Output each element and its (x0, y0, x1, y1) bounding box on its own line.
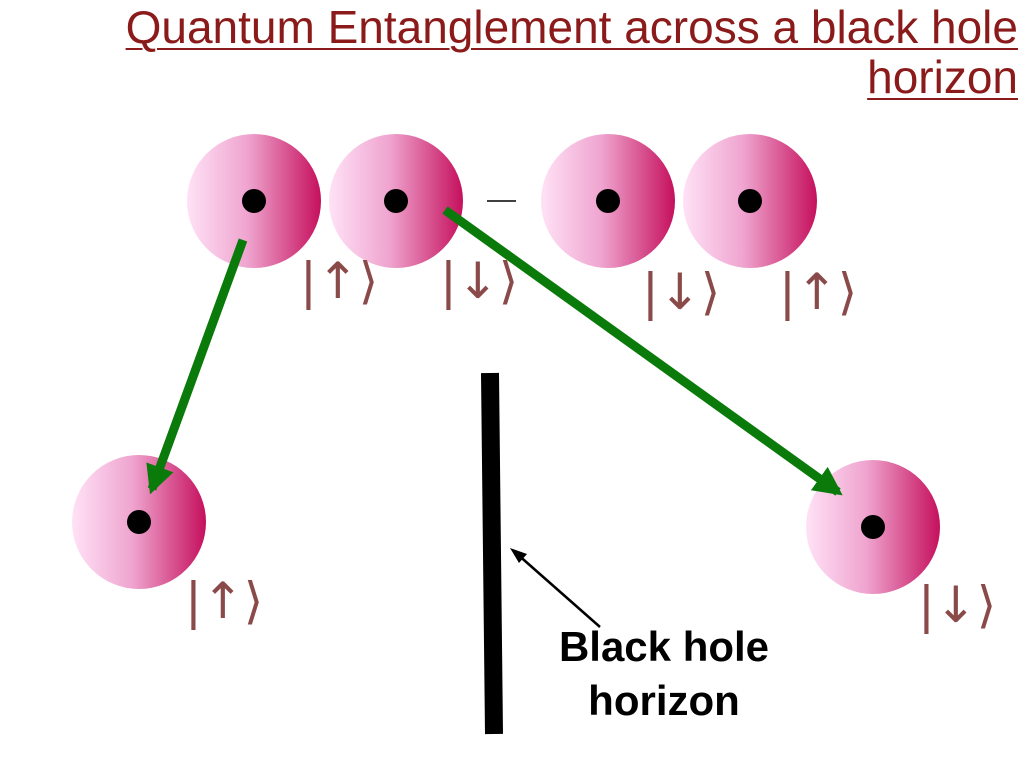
particle-top-3 (541, 134, 675, 268)
entanglement-arrow-left (152, 240, 243, 489)
ket-bottom-left: |↑⟩ (185, 572, 263, 630)
caption-pointer-arrow (510, 548, 600, 627)
ket-top-1: |↑⟩ (300, 252, 378, 310)
caption-line-1: Black hole (542, 620, 786, 674)
black-hole-horizon-line (490, 373, 494, 734)
horizon-caption: Black hole horizon (542, 620, 786, 728)
ket-top-2: |↓⟩ (440, 252, 518, 310)
ket-top-3: |↓⟩ (642, 263, 720, 321)
ket-bottom-right: |↓⟩ (918, 576, 996, 634)
particle-top-2 (329, 134, 463, 268)
caption-line-2: horizon (542, 674, 786, 728)
particle-top-4 (683, 134, 817, 268)
particle-bottom-left (72, 455, 206, 589)
particle-top-1 (187, 134, 321, 268)
ket-top-4: |↑⟩ (779, 263, 857, 321)
